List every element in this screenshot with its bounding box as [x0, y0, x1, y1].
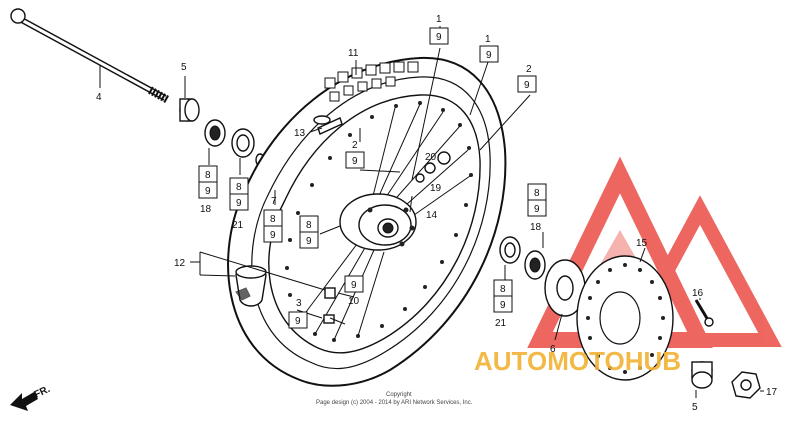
axle	[10, 8, 170, 104]
callout-11: 11	[348, 48, 359, 59]
ref-box: 8	[493, 279, 513, 297]
copyright-line1: Copyright	[386, 392, 412, 398]
callout-5: 5	[692, 402, 698, 413]
svg-text:9: 9	[236, 198, 242, 209]
oil-seal-right	[524, 250, 546, 280]
ref-box: 9	[229, 193, 249, 211]
arrow-left-icon	[10, 392, 38, 411]
callout-2: 2	[526, 64, 532, 75]
svg-text:8: 8	[306, 220, 312, 231]
ref-box: 8	[299, 215, 319, 233]
callout-12: 12	[174, 258, 186, 269]
svg-text:8: 8	[205, 170, 211, 181]
spoke-nipple	[323, 287, 346, 325]
direction-label: FR.	[33, 384, 52, 401]
boxed-references: 9 9 9 9 8 9 8 9 8 9 8 9 9 9 8 9 8 9	[198, 27, 547, 329]
callout-18: 18	[200, 204, 212, 215]
svg-text:9: 9	[524, 80, 530, 91]
axle-nut	[731, 371, 761, 399]
ref-box: 9	[288, 311, 308, 329]
callout-2: 2	[352, 140, 358, 151]
ref-box: 9	[345, 151, 365, 169]
svg-text:8: 8	[236, 182, 242, 193]
disc-bolt	[694, 299, 714, 327]
leader-lines	[99, 26, 764, 398]
oil-seal	[204, 119, 226, 147]
ref-box: 9	[479, 45, 499, 63]
ref-box: 8	[198, 165, 218, 183]
callout-7: 7	[271, 196, 277, 207]
ref-box: 8	[229, 177, 249, 195]
callout-16: 16	[692, 288, 704, 299]
tube-valve	[313, 115, 343, 135]
rim-band	[235, 265, 267, 307]
callout-21: 21	[495, 318, 507, 329]
svg-text:8: 8	[500, 284, 506, 295]
callout-17: 17	[766, 387, 778, 398]
copyright-line2: Page design (c) 2004 - 2014 by ARI Netwo…	[316, 400, 473, 406]
collar-right	[691, 361, 713, 389]
callout-21: 21	[232, 220, 244, 231]
callout-19: 19	[430, 183, 442, 194]
callout-13: 13	[294, 128, 306, 139]
callout-labels: 1 1 2 2 3 4 5 5 6 7 10 11 12 13 14 15 16…	[96, 14, 778, 413]
watermark-text: AUTOMOTOHUB	[474, 346, 681, 376]
callout-1: 1	[436, 14, 442, 25]
callout-18: 18	[530, 222, 542, 233]
svg-text:9: 9	[486, 50, 492, 61]
callout-5: 5	[181, 62, 187, 73]
svg-text:9: 9	[270, 230, 276, 241]
brake-disc	[576, 255, 674, 381]
bolt-washer	[415, 151, 451, 183]
ref-box: 9	[344, 275, 364, 293]
ref-box: 9	[517, 75, 537, 93]
svg-text:9: 9	[306, 236, 312, 247]
tire-tread	[324, 61, 419, 102]
callout-4: 4	[96, 92, 102, 103]
callout-15: 15	[636, 238, 648, 249]
callout-14: 14	[426, 210, 438, 221]
spokes	[299, 103, 471, 341]
bearing-right	[499, 236, 521, 264]
svg-text:9: 9	[352, 156, 358, 167]
svg-text:9: 9	[500, 300, 506, 311]
hub	[339, 193, 417, 251]
ref-box: 9	[299, 231, 319, 249]
callout-6: 6	[550, 344, 556, 355]
ref-box: 9	[527, 199, 547, 217]
bearing	[231, 128, 255, 158]
callout-1: 1	[485, 34, 491, 45]
svg-text:9: 9	[295, 316, 301, 327]
ref-box: 9	[429, 27, 449, 45]
ref-box: 8	[263, 209, 283, 227]
collar	[179, 98, 200, 122]
ref-box: 9	[493, 295, 513, 313]
ref-box: 9	[198, 181, 218, 199]
svg-text:8: 8	[270, 214, 276, 225]
svg-text:9: 9	[436, 32, 442, 43]
svg-text:9: 9	[351, 280, 357, 291]
ref-box: 8	[527, 183, 547, 201]
hub-cover	[544, 259, 586, 317]
ref-box: 9	[263, 225, 283, 243]
svg-text:9: 9	[534, 204, 540, 215]
callout-3: 3	[296, 298, 302, 309]
callout-10: 10	[348, 296, 360, 307]
callout-20: 20	[425, 152, 437, 163]
svg-text:9: 9	[205, 186, 211, 197]
svg-text:8: 8	[534, 188, 540, 199]
